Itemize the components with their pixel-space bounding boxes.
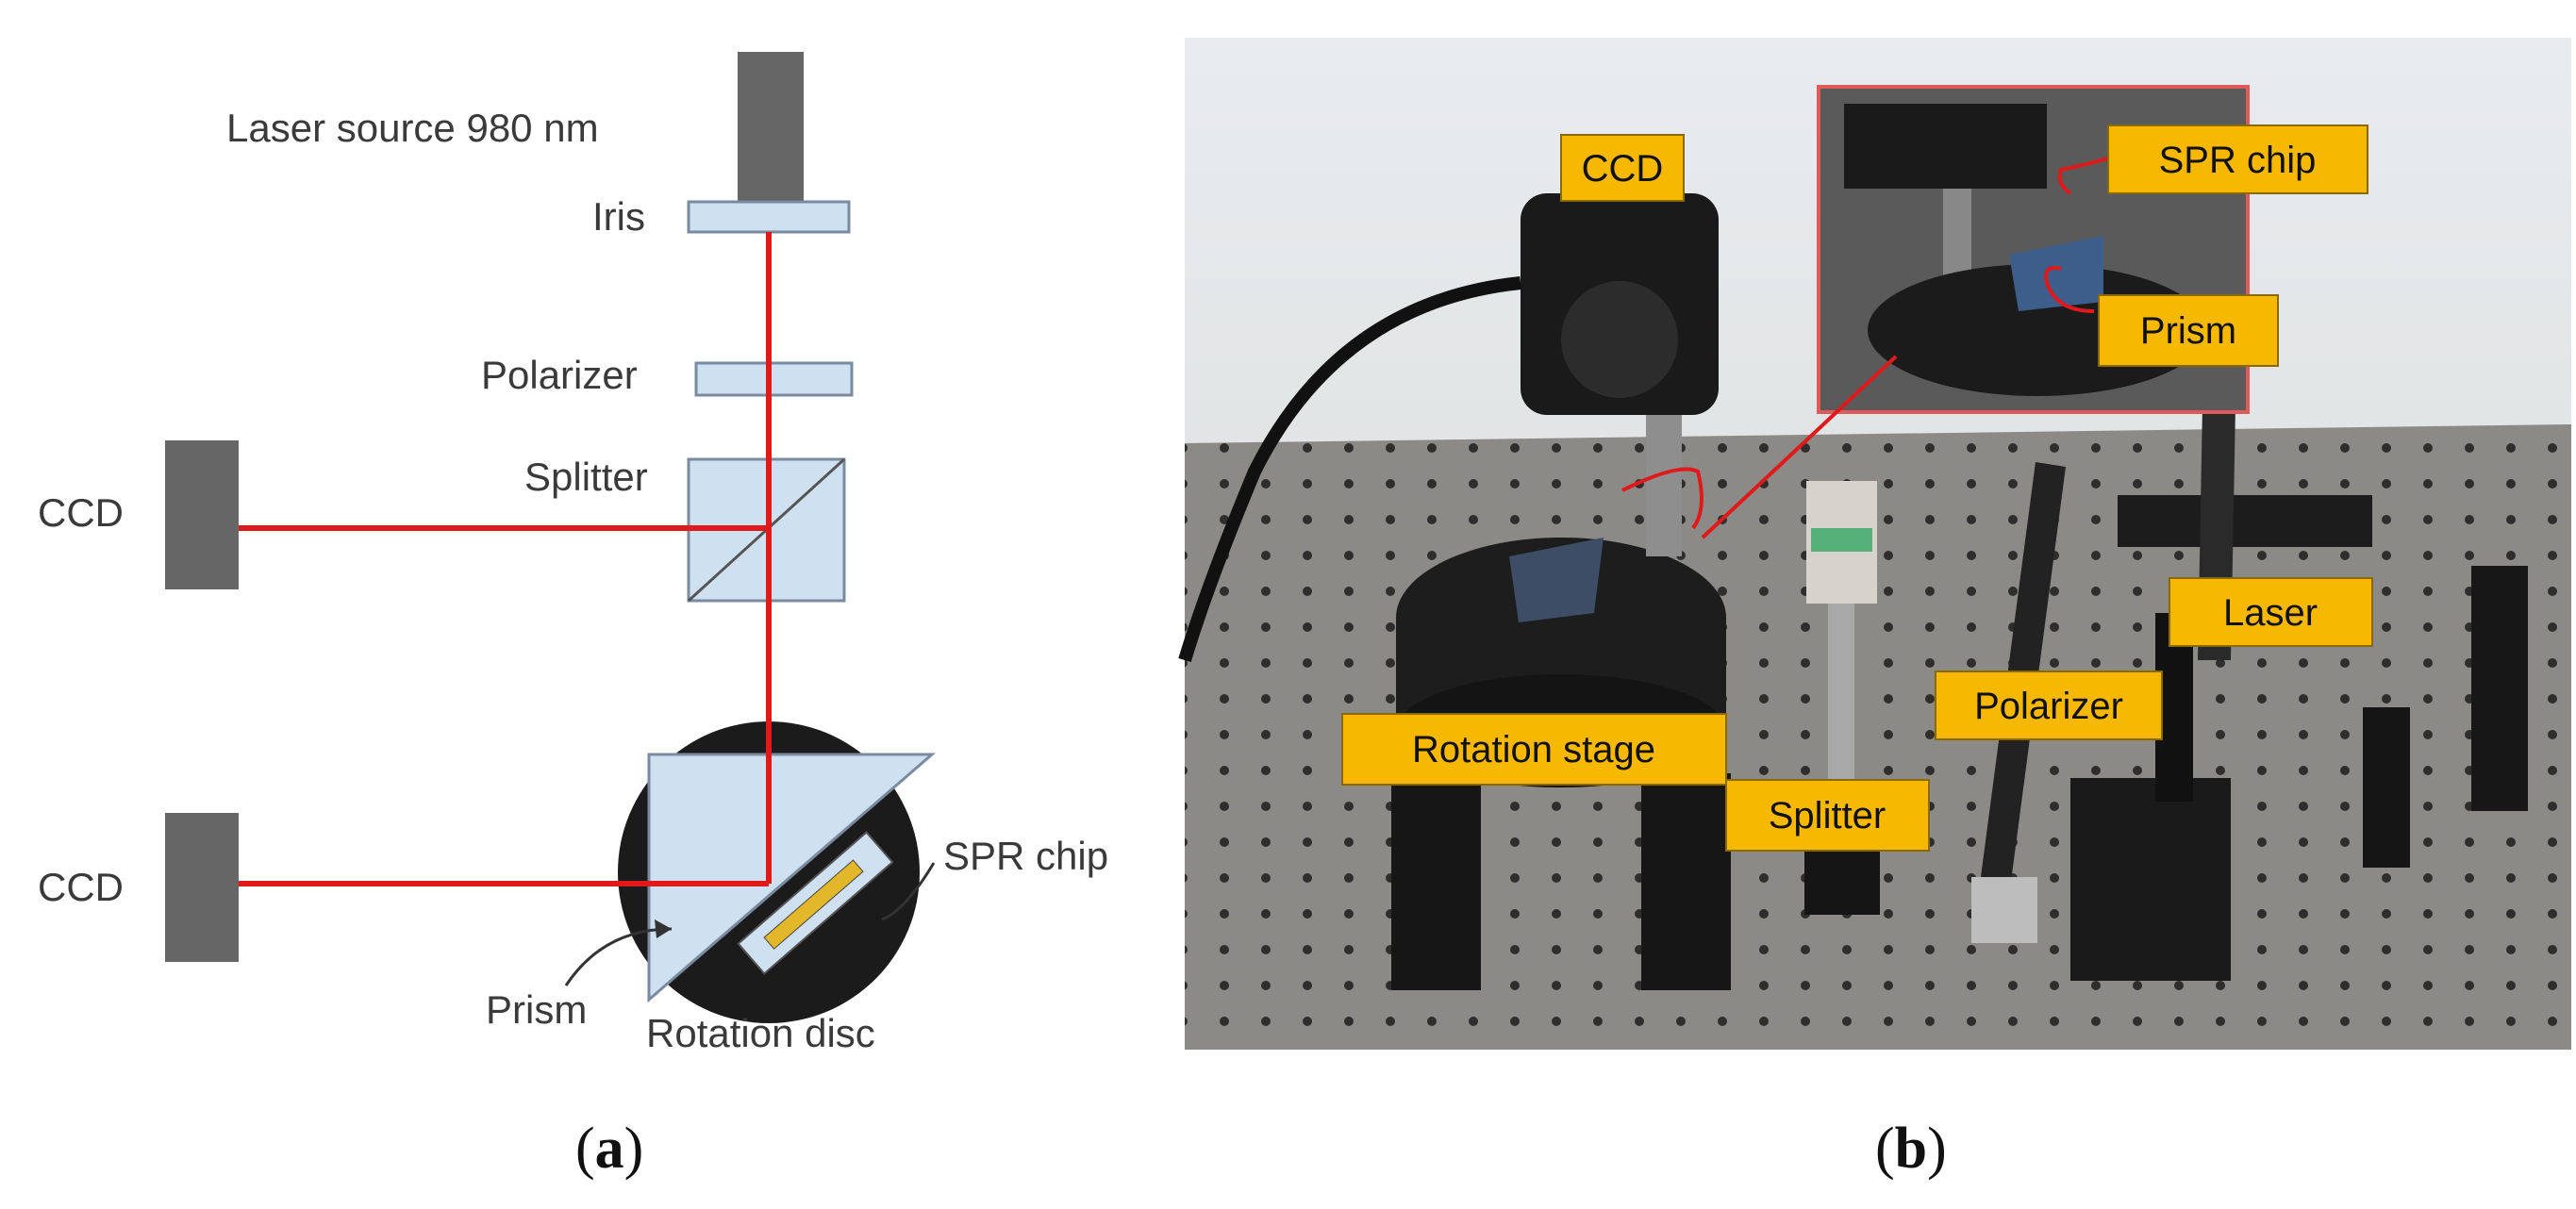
svg-text:Laser: Laser [2223, 592, 2318, 634]
svg-text:Splitter: Splitter [1769, 795, 1886, 836]
svg-text:Prism: Prism [2140, 310, 2236, 352]
caption-b: (b) [1875, 1117, 1947, 1181]
tag-rotation-stage: Rotation stage [1341, 713, 1727, 786]
iris-label: Iris [592, 194, 645, 239]
panel-b-photo: CCD SPR chip Prism Laser Polarizer Rotat… [1178, 38, 2571, 1181]
tag-spr-chip: SPR chip [2107, 124, 2368, 194]
tag-polarizer: Polarizer [1935, 671, 2163, 740]
spr-chip-pointer [881, 862, 936, 921]
rotation-disc-label: Rotation disc [646, 1011, 875, 1055]
svg-text:SPR chip: SPR chip [2159, 140, 2317, 181]
splitter-label: Splitter [524, 455, 648, 499]
ccd-bottom [165, 813, 239, 962]
ccd-camera [1178, 193, 1719, 663]
panel-a-schematic: Laser source 980 nm Iris Polarizer Split… [38, 52, 1108, 1181]
iris [687, 200, 851, 234]
ccd-top-label: CCD [38, 490, 124, 535]
svg-text:CCD: CCD [1582, 148, 1664, 190]
ccd-bottom-label: CCD [38, 865, 124, 909]
tag-splitter: Splitter [1725, 779, 1930, 852]
tag-prism: Prism [2098, 294, 2279, 367]
tag-ccd: CCD [1560, 134, 1685, 202]
prism-pointer-arrowhead [655, 919, 672, 938]
spr-chip [737, 831, 894, 975]
tag-laser: Laser [2169, 577, 2373, 647]
prism-label: Prism [486, 987, 587, 1032]
svg-text:Polarizer: Polarizer [1974, 686, 2123, 727]
ccd-top [165, 440, 239, 589]
red-pointers [1621, 157, 2109, 539]
polarizer-label: Polarizer [481, 353, 638, 397]
svg-text:Rotation stage: Rotation stage [1412, 729, 1655, 770]
laser-source-label: Laser source 980 nm [226, 106, 599, 150]
polarizer [694, 361, 854, 397]
laser-beam [239, 232, 772, 886]
prism [647, 753, 937, 1003]
caption-a: (a) [575, 1117, 643, 1181]
laser-source [738, 52, 804, 203]
spr-chip-label: SPR chip [943, 834, 1108, 878]
